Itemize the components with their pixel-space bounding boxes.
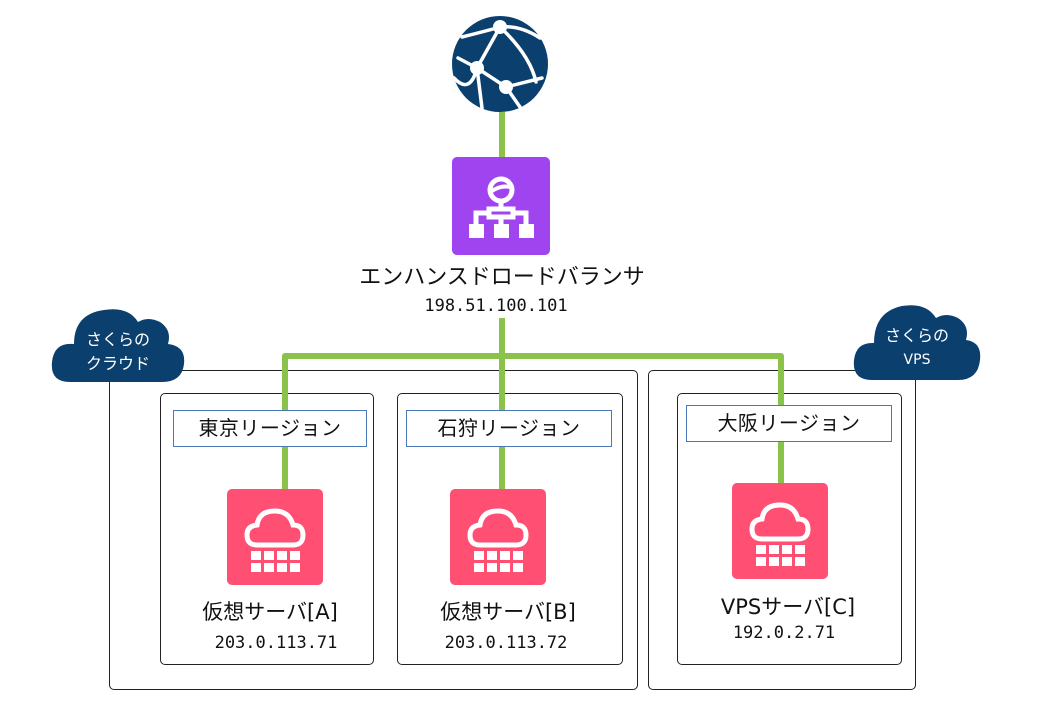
region-label-osaka: 大阪リージョン	[686, 405, 892, 442]
cloud-label-line2: VPS	[903, 352, 931, 368]
server-name-a: 仮想サーバ[A]	[202, 600, 338, 624]
server-ip-c: 192.0.2.71	[732, 623, 836, 643]
region-frame-osaka	[677, 393, 902, 665]
cloud-server-icon	[732, 483, 828, 579]
cloud-label-line1: さくらの	[85, 330, 150, 349]
region-frame-ishikari	[397, 393, 623, 665]
server-name-b: 仮想サーバ[B]	[440, 600, 576, 624]
load-balancer-name: エンハンスドロードバランサ	[359, 265, 645, 290]
region-frame-tokyo	[160, 393, 374, 665]
cloud-label-line2: クラウド	[85, 354, 150, 373]
region-label-ishikari: 石狩リージョン	[406, 410, 612, 447]
server-ip-a: 203.0.113.71	[214, 633, 338, 653]
server-ip-b: 203.0.113.72	[444, 633, 568, 653]
region-label-tokyo: 東京リージョン	[173, 410, 367, 447]
cloud-label-line1: さくらの	[884, 326, 949, 345]
sakura-cloud-frame	[109, 370, 638, 690]
cloud-label-sakura-vps: さくらの VPS	[862, 324, 972, 372]
cloud-server-icon	[227, 489, 323, 585]
server-name-c: VPSサーバ[C]	[720, 595, 856, 619]
load-balancer-icon	[452, 157, 550, 255]
load-balancer-ip: 198.51.100.101	[424, 296, 568, 316]
cloud-server-icon	[450, 489, 546, 585]
cloud-label-sakura-cloud: さくらの クラウド	[63, 328, 173, 376]
